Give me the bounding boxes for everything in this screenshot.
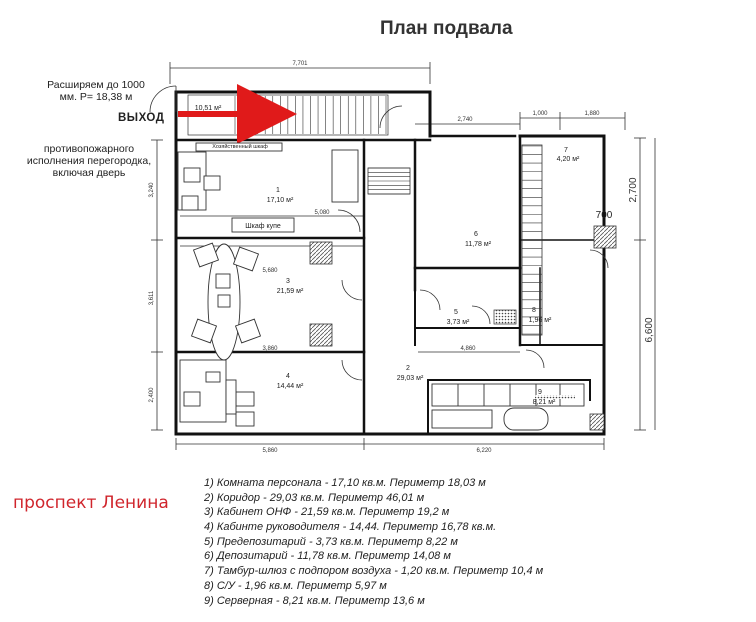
dim-right-2700: 2,700 [628, 177, 639, 202]
expand-note-line1: Расширяем до 1000 [47, 79, 145, 91]
partition-note-line2: исполнения перегородка, [26, 155, 152, 167]
legend-item: 9) Серверная - 8,21 кв.м. Периметр 13,6 … [204, 594, 425, 607]
dim-4860: 4,860 [460, 346, 476, 352]
room-legend: 1) Комната персонала - 17,10 кв.м. Перим… [204, 476, 543, 608]
dim-top-1000: 1,000 [532, 111, 548, 117]
wardrobe-label: Хозяйственный шкаф [212, 143, 268, 150]
plan-title: План подвала [380, 18, 513, 39]
dim-top-total: 7,701 [292, 61, 308, 67]
partition-note-line3: включая дверь [52, 167, 126, 179]
server-racks [431, 383, 585, 431]
legend-item: 7) Тамбур-шлюз с подпором воздуха - 1,20… [204, 565, 544, 578]
column [589, 413, 605, 431]
furniture-office [190, 242, 262, 361]
legend-item: 5) Предепозитарий - 3,73 кв.м. Периметр … [204, 535, 458, 548]
dim-5680: 5,680 [262, 268, 278, 274]
sink [493, 309, 517, 325]
column [309, 241, 333, 265]
room-area-5: 3,73 м² [447, 319, 470, 326]
partition-note: противопожарного исполнения перегородка,… [24, 143, 154, 179]
dim-left-3240: 3,240 [149, 182, 155, 198]
room-number-4: 4 [286, 373, 290, 380]
stair-steps-right [522, 145, 542, 335]
column [593, 225, 617, 249]
exit-label: ВЫХОД [118, 112, 165, 124]
staircase-right [521, 144, 543, 336]
walls [174, 90, 606, 436]
expand-note: Расширяем до 1000 мм. P= 18,38 м [40, 79, 152, 103]
dim-right-6600: 6,600 [644, 317, 655, 342]
legend-item: 4) Кабинте руководителя - 14,44. Перимет… [204, 521, 497, 534]
room-area-2: 29,03 м² [397, 375, 424, 382]
room-area-9: 8,21 м² [533, 399, 556, 406]
dim-left-3611: 3,611 [149, 290, 155, 305]
doors [149, 85, 609, 381]
room-number-6: 6 [474, 231, 478, 238]
legend-item: 2) Коридор - 29,03 кв.м. Периметр 46,01 … [204, 491, 425, 504]
shelf [535, 395, 575, 399]
furniture [177, 142, 359, 233]
room-number-5: 5 [454, 309, 458, 316]
cabinet-label: Шкаф купе [245, 223, 281, 230]
furniture-director [179, 359, 255, 427]
legend-item: 3) Кабинет ОНФ - 21,59 кв.м. Периметр 19… [204, 506, 450, 519]
dim-bottom-left: 5,860 [262, 448, 278, 454]
dimension-lines [151, 62, 656, 450]
room-number-9: 9 [538, 389, 542, 396]
dim-top-1880: 1,880 [584, 111, 600, 117]
dim-top-2740: 2,740 [457, 117, 473, 123]
room-area-8: 1,96 м² [529, 317, 552, 324]
legend-item: 1) Комната персонала - 17,10 кв.м. Перим… [204, 477, 486, 489]
legend-item: 8) С/У - 1,96 кв.м. Периметр 5,97 м [204, 579, 387, 592]
legend-item: 6) Депозитарий - 11,78 кв.м. Периметр 14… [204, 550, 451, 563]
column [309, 323, 333, 347]
room-number-7: 7 [564, 147, 568, 154]
room-area-7: 4,20 м² [557, 156, 580, 163]
room-area-6: 11,78 м² [465, 241, 492, 248]
dim-3860: 3,860 [262, 346, 278, 352]
room-area-4: 14,44 м² [277, 383, 304, 390]
dim-left-2400: 2,400 [149, 387, 155, 403]
room-number-3: 3 [286, 278, 290, 285]
room-area-1: 17,10 м² [267, 197, 294, 204]
dim-5080: 5,080 [314, 210, 330, 216]
dim-bottom-right: 6,220 [476, 448, 492, 454]
expand-note-line2: мм. P= 18,38 м [59, 91, 133, 103]
room-number-2: 2 [406, 365, 410, 372]
room-number-8: 8 [532, 307, 536, 314]
street-label: проспект Ленина [13, 493, 169, 513]
stair-steps-small [368, 167, 410, 195]
tag-700: 700 [596, 210, 613, 221]
room-area-3: 21,59 м² [277, 288, 304, 295]
stair-area: 10,51 м² [195, 105, 222, 112]
partition-note-line1: противопожарного [43, 143, 135, 155]
room-number-1: 1 [276, 187, 280, 194]
